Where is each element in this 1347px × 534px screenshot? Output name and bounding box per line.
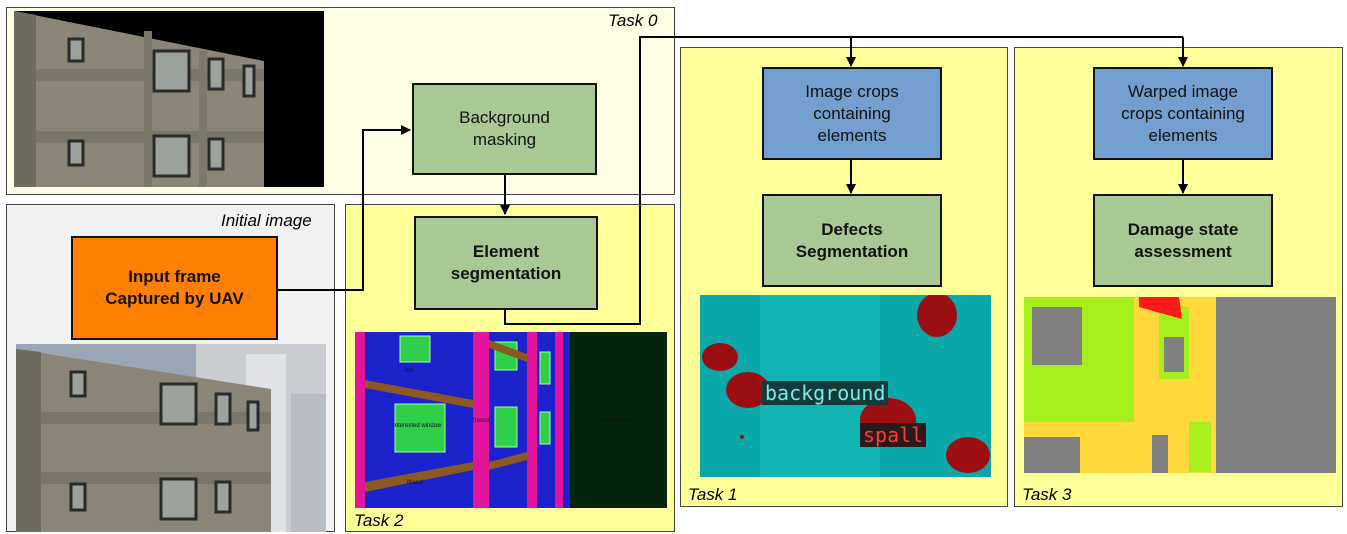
warped-crops-box: Warped image crops containing elements [1093, 67, 1273, 160]
svg-text:bm: bm [405, 368, 413, 374]
task3-label: Task 3 [1022, 485, 1072, 504]
damage-state-image [1024, 297, 1336, 473]
element-segmentation-box: Element segmentation [414, 216, 598, 310]
input-frame-box: Input frame Captured by UAV [71, 236, 278, 340]
defects-segmentation-image: background spall [700, 295, 991, 477]
task0-label: Task 0 [608, 11, 658, 30]
svg-text:background: background [600, 418, 631, 424]
defect-label-background: background [762, 381, 889, 405]
element-segmentation-image: bm Interested window fresco background i… [355, 332, 667, 508]
svg-text:Interested window: Interested window [393, 423, 442, 429]
initial-building-image [16, 344, 326, 532]
image-crops-box: Image crops containing elements [762, 67, 942, 160]
defects-segmentation-box: Defects Segmentation [762, 194, 942, 287]
task2-label: Task 2 [354, 511, 404, 530]
svg-text:ifracol: ifracol [407, 480, 423, 486]
damage-state-box: Damage state assessment [1093, 194, 1273, 287]
task1-label: Task 1 [688, 485, 738, 504]
defect-label-spall: spall [860, 423, 927, 447]
masked-building-image [14, 11, 324, 187]
background-masking-box: Background masking [412, 83, 597, 175]
initial-image-label: Initial image [221, 211, 312, 230]
svg-text:fresco: fresco [473, 418, 490, 424]
